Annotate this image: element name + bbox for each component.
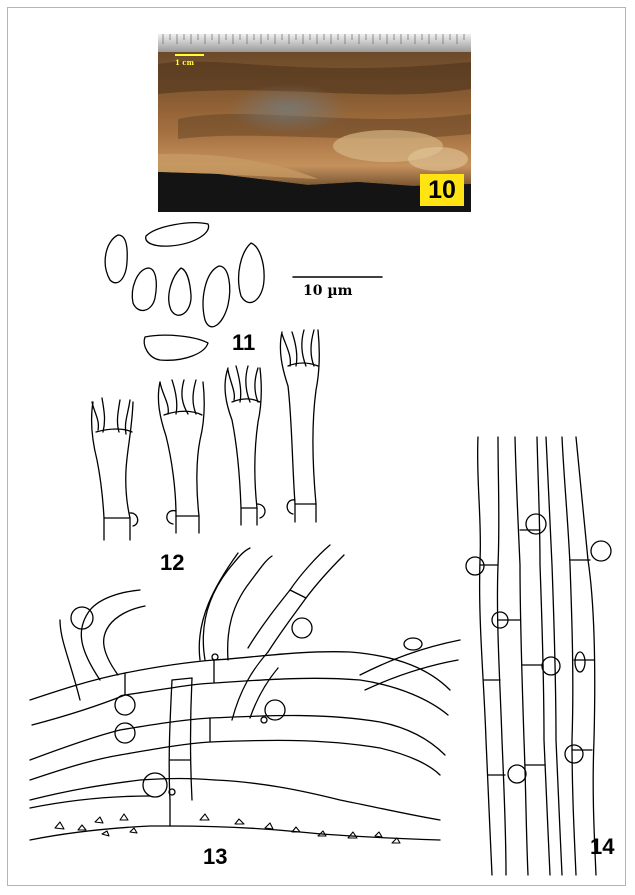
- skeletal-hyphae-drawing: [466, 437, 611, 875]
- panel-13-label: 13: [203, 846, 227, 868]
- hyphae-drawing: [30, 545, 460, 843]
- panel-12-label: 12: [160, 552, 184, 574]
- panel-14-label: 14: [590, 836, 614, 858]
- panel-11-label: 11: [232, 332, 255, 354]
- scale-bar-label: 10 µm: [303, 283, 352, 299]
- basidia-drawing: [92, 330, 320, 540]
